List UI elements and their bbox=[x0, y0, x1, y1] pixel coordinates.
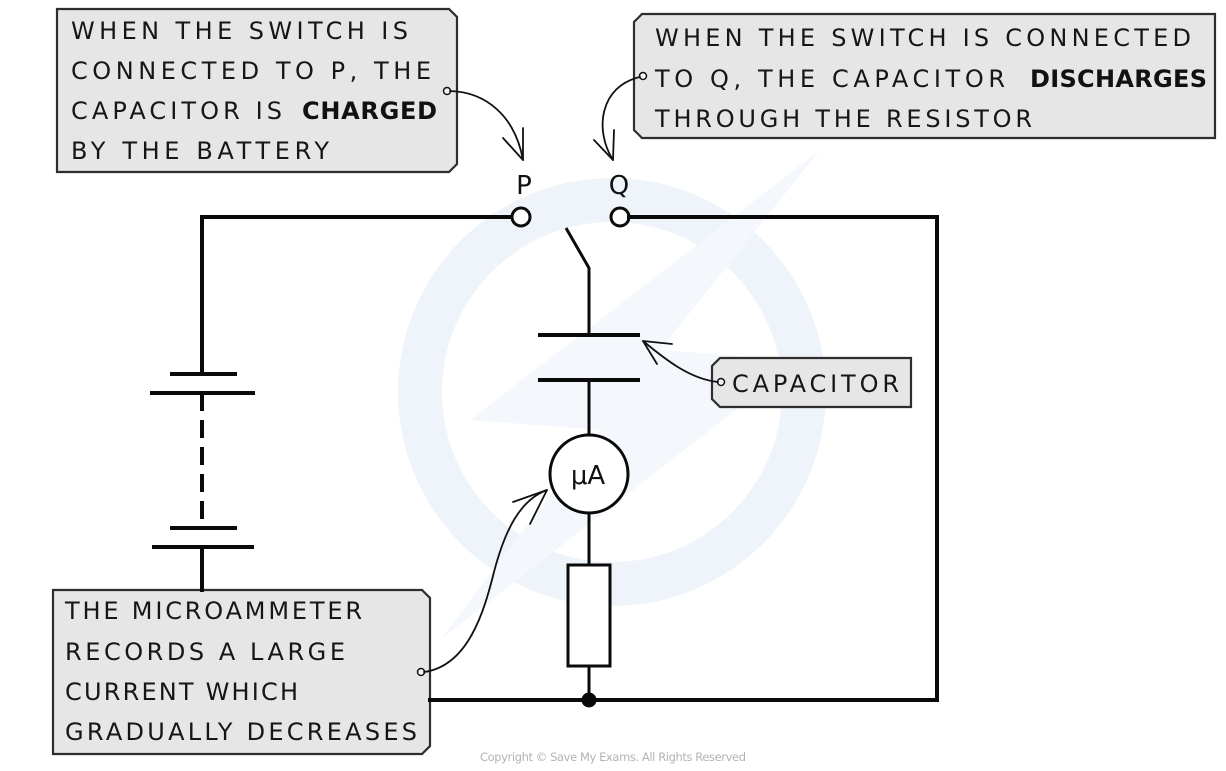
callout-line: BY THE BATTERY bbox=[71, 137, 329, 165]
resistor-icon bbox=[566, 563, 612, 700]
callout-charging: WHEN THE SWITCH IS CONNECTED TO P, THE C… bbox=[55, 7, 524, 174]
junction-dot-icon bbox=[581, 692, 597, 708]
terminal-q-icon bbox=[609, 206, 631, 228]
callout-emphasis: CHARGED bbox=[302, 97, 437, 125]
callout-anchor-dot bbox=[638, 71, 648, 81]
callout-box bbox=[55, 7, 459, 174]
callout-line: CAPACITOR bbox=[732, 370, 899, 398]
switch-icon bbox=[564, 227, 591, 335]
arrow-to-capacitor-icon bbox=[642, 340, 719, 383]
callout-microammeter: THE MICROAMMETER RECORDS A LARGE CURRENT… bbox=[51, 489, 548, 756]
callout-line: CAPACITOR IS bbox=[71, 97, 282, 125]
terminal-p-label: P bbox=[516, 171, 532, 201]
terminal-p-icon bbox=[510, 206, 532, 228]
callout-line: THE MICROAMMETER bbox=[64, 597, 362, 625]
arrow-to-p-icon bbox=[449, 90, 524, 161]
wire-top-left bbox=[200, 215, 514, 376]
battery-icon bbox=[150, 372, 255, 549]
microammeter-icon: μA bbox=[548, 433, 630, 565]
callout-line: THROUGH THE RESISTOR bbox=[654, 105, 1032, 133]
terminal-q-label: Q bbox=[609, 171, 629, 201]
callout-box bbox=[632, 12, 1217, 140]
wire-right-loop bbox=[428, 215, 939, 702]
arrow-to-microammeter-icon bbox=[423, 489, 548, 673]
callout-capacitor: CAPACITOR bbox=[642, 340, 913, 409]
callout-line: CONNECTED TO P, THE bbox=[71, 57, 431, 85]
circuit: P Q μA bbox=[150, 171, 939, 708]
capacitor-icon bbox=[538, 333, 640, 435]
microammeter-label: μA bbox=[571, 461, 606, 491]
callout-box bbox=[51, 588, 432, 756]
callout-line: GRADUALLY DECREASES bbox=[65, 718, 417, 746]
copyright-notice: Copyright © Save My Exams. All Rights Re… bbox=[480, 750, 746, 764]
callout-line: WHEN THE SWITCH IS bbox=[71, 17, 408, 45]
arrow-to-q-icon bbox=[593, 76, 641, 161]
callout-box bbox=[710, 356, 913, 409]
callout-line: CURRENT WHICH bbox=[65, 678, 298, 706]
callout-emphasis: DISCHARGES bbox=[1030, 65, 1207, 93]
callout-discharging: WHEN THE SWITCH IS CONNECTED TO Q, THE C… bbox=[593, 12, 1217, 161]
